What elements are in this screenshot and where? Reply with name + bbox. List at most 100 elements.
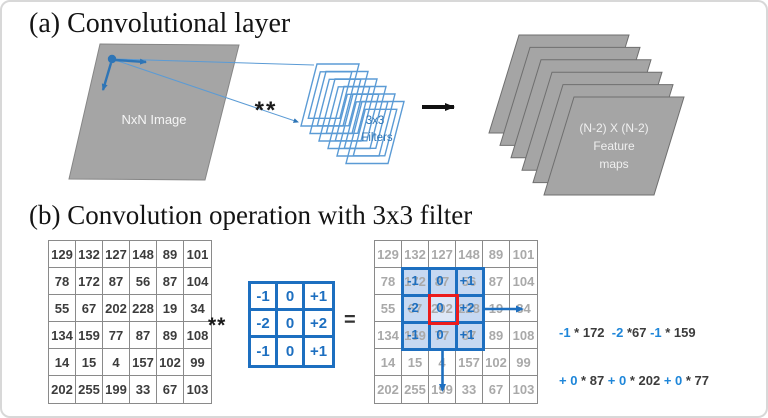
matrix-cell: 202 (375, 376, 402, 403)
filter-overlay-value: +2 (459, 299, 475, 315)
formula-token: + 0 (559, 373, 578, 388)
matrix-cell: 87 (483, 268, 510, 295)
filter-cell: -1 (251, 338, 278, 365)
matrix-cell: 108 (510, 322, 537, 349)
feature-maps-label-line3: maps (599, 157, 628, 171)
matrix-cell: 77 (103, 322, 130, 349)
matrix-cell: 4 (103, 349, 130, 376)
matrix-cell: 89 (483, 322, 510, 349)
pixel-value: 87 (434, 273, 450, 289)
filter-overlay-value: +1 (459, 326, 475, 342)
matrix-cell: 202 (103, 295, 130, 322)
section-a-title: (a) Convolutional layer (29, 8, 291, 39)
matrix-cell: 67 (157, 376, 184, 403)
matrix-cell: 14 (49, 349, 76, 376)
scan-right-arrow (482, 305, 524, 313)
filters-stack (300, 63, 405, 165)
matrix-cell: 99 (510, 349, 537, 376)
matrix-cell: 134 (375, 322, 402, 349)
matrix-cell: 127 (103, 241, 130, 268)
formula-token: * 159 (661, 325, 696, 340)
pixel-value: 87 (461, 327, 477, 343)
equals-symbol: = (344, 309, 356, 331)
formula-token: + 0 (663, 373, 683, 388)
matrix-cell: 15 (76, 349, 103, 376)
conv-symbol-a: ** (255, 97, 278, 124)
formula-token: + 0 (607, 373, 627, 388)
filter-overlay-value: 0 (436, 326, 444, 342)
matrix-cell: 15 (402, 349, 429, 376)
scan-down-arrow (439, 348, 446, 392)
pixel-value: 172 (404, 273, 426, 289)
filters-label-line1: 3x3 (366, 115, 385, 127)
matrix-cell: 129 (375, 241, 402, 268)
matrix-cell: 67 (76, 295, 103, 322)
nxn-image-label: NxN Image (121, 112, 186, 127)
formula-token: * 202 (626, 373, 664, 388)
filter-cell: +1 (305, 284, 332, 311)
formula-line: -1 * 172 -2 *67 -1 * 159 (559, 325, 735, 341)
matrix-cell: 34 (184, 295, 211, 322)
matrix-cell: 55 (49, 295, 76, 322)
matrix-cell: 14 (375, 349, 402, 376)
center-cell-red-frame (428, 294, 459, 325)
filter-cell: 0 (278, 338, 305, 365)
matrix-cell: 102 (157, 349, 184, 376)
matrix-cell: 19 (157, 295, 184, 322)
matrix-cell: 127 (429, 241, 456, 268)
matrix-cell: 89 (483, 241, 510, 268)
matrix-cell: 108 (184, 322, 211, 349)
filter-overlay-value: -2 (407, 299, 419, 315)
nxn-image-shape (68, 43, 240, 181)
matrix-cell: 56 (130, 268, 157, 295)
window-cell: 87+1 (456, 322, 483, 349)
matrix-cell: 255 (402, 376, 429, 403)
matrix-cell: 89 (157, 241, 184, 268)
matrix-cell: 78 (375, 268, 402, 295)
matrix-cell: 55 (375, 295, 402, 322)
pixel-value: 67 (407, 300, 423, 316)
matrix-cell: 87 (103, 268, 130, 295)
pixel-value: 228 (458, 300, 480, 316)
conv-layer-diagram: NxN Image ** (68, 34, 685, 196)
filter-cell: 0 (278, 311, 305, 338)
filter-cell: -2 (251, 311, 278, 338)
window-cell: 172-1 (402, 268, 429, 295)
formula-token: * 87 (577, 373, 608, 388)
formula-token: -1 (650, 325, 662, 340)
matrix-cell: 89 (157, 322, 184, 349)
matrix-cell: 159 (76, 322, 103, 349)
projection-line-bottom (114, 59, 299, 123)
filter-cell: +1 (309, 343, 328, 360)
matrix-cell: 104 (184, 268, 211, 295)
filter-cell: -1 (251, 284, 278, 311)
formula-token: -1 (559, 325, 571, 340)
matrix-cell: 134 (49, 322, 76, 349)
matrix-cell: 87 (157, 268, 184, 295)
formula-token: * 77 (682, 373, 710, 388)
matrix-cell: 199 (103, 376, 130, 403)
pixel-value: 77 (434, 327, 450, 343)
matrix-cell: 132 (76, 241, 103, 268)
formula-token: *67 (623, 325, 651, 340)
pixel-value: 202 (431, 300, 453, 316)
stride-down-arrow (101, 62, 113, 91)
filter-cell: 0 (278, 284, 305, 311)
matrix-cell: 33 (456, 376, 483, 403)
formula-token: -2 (611, 325, 624, 340)
matrix-cell: 78 (49, 268, 76, 295)
filter-overlay-value: 0 (436, 299, 444, 315)
matrix-cell: 104 (510, 268, 537, 295)
matrix-cell: 101 (184, 241, 211, 268)
matrix-cell: 202 (49, 376, 76, 403)
filters-label-line2: Filters (361, 132, 393, 144)
filter-overlay-value: 0 (436, 272, 444, 288)
matrix-cell: 228 (130, 295, 157, 322)
matrix-cell: 102 (483, 349, 510, 376)
matrix-cell: 148 (130, 241, 157, 268)
matrix-cell: 157 (130, 349, 157, 376)
